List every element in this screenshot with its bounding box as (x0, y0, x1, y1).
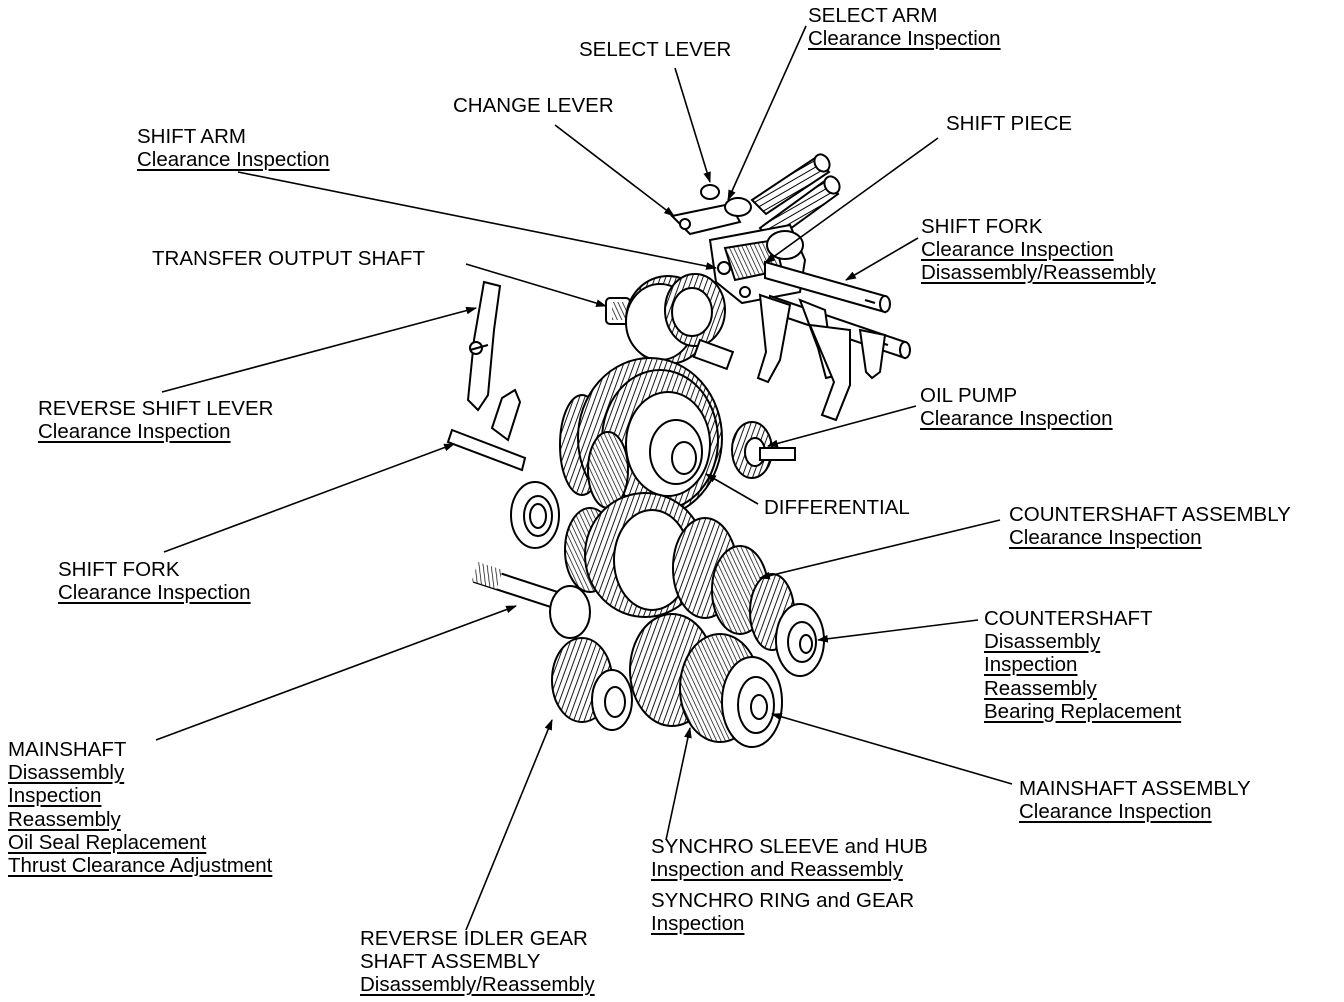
leader-select-arm (727, 25, 807, 202)
link-bearing-replacement[interactable]: Bearing Replacement (984, 699, 1182, 723)
link-disassembly[interactable]: Disassembly (984, 630, 1101, 654)
link-inspection[interactable]: Inspection (984, 653, 1078, 677)
shift-piece (766, 230, 804, 260)
bearing-part (510, 481, 560, 549)
link-clearance-inspection[interactable]: Clearance Inspection (920, 407, 1113, 431)
link-clearance-inspection[interactable]: Clearance Inspection (1009, 526, 1202, 550)
callout-mainshaft-assembly: MAINSHAFT ASSEMBLY Clearance Inspection (1019, 777, 1251, 823)
callout-select-arm: SELECT ARM Clearance Inspection (808, 4, 1001, 50)
callout-shift-piece: SHIFT PIECE (946, 112, 1072, 135)
leader-shift-fork-upper (845, 237, 919, 281)
mainshaft-part (471, 561, 783, 748)
callout-title: MAINSHAFT (8, 738, 127, 761)
leader-lines (155, 25, 1013, 931)
link-thrust-clearance-adjustment[interactable]: Thrust Clearance Adjustment (8, 854, 273, 878)
leader-countershaft-assembly (758, 519, 1001, 580)
callout-shift-arm: SHIFT ARM Clearance Inspection (137, 125, 330, 171)
callout-select-lever: SELECT LEVER (579, 38, 731, 61)
upper-shift-forks (756, 293, 887, 422)
shift-mechanism (669, 153, 911, 422)
link-clearance-inspection[interactable]: Clearance Inspection (58, 581, 251, 605)
callout-title: REVERSE IDLER GEAR (360, 927, 588, 950)
callout-shift-fork-lower: SHIFT FORK Clearance Inspection (58, 558, 251, 604)
select-arm (724, 197, 752, 217)
callout-title: SHIFT FORK (921, 215, 1043, 238)
link-oil-seal-replacement[interactable]: Oil Seal Replacement (8, 830, 207, 854)
callout-title: MAINSHAFT ASSEMBLY (1019, 777, 1251, 800)
callout-title-line2: SHAFT ASSEMBLY (360, 950, 541, 974)
callout-title: SYNCHRO RING and GEAR (651, 889, 915, 912)
link-inspection-and-reassembly[interactable]: Inspection and Reassembly (651, 858, 903, 882)
callout-synchro-sleeve-hub: SYNCHRO SLEEVE and HUB Inspection and Re… (651, 835, 928, 881)
countershaft-part (564, 492, 825, 677)
callout-change-lever: CHANGE LEVER (453, 94, 614, 117)
callout-oil-pump: OIL PUMP Clearance Inspection (920, 384, 1113, 430)
callout-title: OIL PUMP (920, 384, 1018, 407)
leader-transfer-output-shaft (465, 263, 608, 307)
callout-mainshaft: MAINSHAFT Disassembly Inspection Reassem… (8, 738, 272, 877)
link-clearance-inspection[interactable]: Clearance Inspection (137, 148, 330, 172)
callout-title: SELECT LEVER (579, 38, 732, 61)
callout-title: SHIFT FORK (58, 558, 180, 581)
callout-differential: DIFFERENTIAL (764, 496, 910, 519)
callout-countershaft-assembly: COUNTERSHAFT ASSEMBLY Clearance Inspecti… (1009, 503, 1291, 549)
link-disassembly-reassembly[interactable]: Disassembly/Reassembly (921, 261, 1156, 285)
leader-oil-pump (766, 405, 917, 448)
shift-springs (750, 153, 841, 244)
reverse-shift-lever-part (446, 280, 527, 472)
link-reassembly[interactable]: Reassembly (8, 807, 121, 831)
link-inspection[interactable]: Inspection (8, 784, 102, 808)
link-disassembly[interactable]: Disassembly (8, 761, 125, 785)
callout-title: CHANGE LEVER (453, 94, 614, 117)
link-clearance-inspection[interactable]: Clearance Inspection (808, 27, 1001, 51)
leader-reverse-idler-gear (465, 718, 553, 931)
callout-title: COUNTERSHAFT (984, 607, 1153, 630)
oil-pump-part (731, 421, 796, 479)
callout-shift-fork-upper: SHIFT FORK Clearance Inspection Disassem… (921, 215, 1156, 285)
callout-title: SHIFT ARM (137, 125, 246, 148)
link-clearance-inspection[interactable]: Clearance Inspection (38, 420, 231, 444)
link-reassembly[interactable]: Reassembly (984, 676, 1097, 700)
leader-change-lever (554, 124, 675, 217)
leader-mainshaft (155, 605, 518, 741)
link-clearance-inspection[interactable]: Clearance Inspection (1019, 800, 1212, 824)
callout-synchro-ring-gear: SYNCHRO RING and GEAR Inspection (651, 889, 914, 935)
leader-mainshaft-assembly (770, 713, 1013, 785)
link-disassembly-reassembly[interactable]: Disassembly/Reassembly (360, 973, 595, 997)
link-inspection[interactable]: Inspection (651, 912, 745, 936)
leader-countershaft (816, 619, 979, 643)
transfer-output-shaft-part (605, 273, 735, 371)
callout-countershaft: COUNTERSHAFT Disassembly Inspection Reas… (984, 607, 1181, 723)
leader-shift-fork-lower (163, 443, 456, 553)
differential-part (559, 357, 723, 519)
callout-title: COUNTERSHAFT ASSEMBLY (1009, 503, 1291, 526)
callout-title: SYNCHRO SLEEVE and HUB (651, 835, 928, 858)
callout-reverse-idler-gear: REVERSE IDLER GEAR SHAFT ASSEMBLY Disass… (360, 927, 595, 997)
link-clearance-inspection[interactable]: Clearance Inspection (921, 238, 1114, 262)
callout-reverse-shift-lever: REVERSE SHIFT LEVER Clearance Inspection (38, 397, 273, 443)
leader-select-lever (674, 67, 711, 184)
callout-transfer-output-shaft: TRANSFER OUTPUT SHAFT (152, 247, 425, 270)
leader-reverse-shift-lever (161, 306, 478, 393)
leader-shift-piece (764, 137, 939, 264)
leader-shift-arm (237, 171, 718, 270)
callout-title: DIFFERENTIAL (764, 496, 910, 519)
callout-title: SELECT ARM (808, 4, 938, 27)
callout-title: SHIFT PIECE (946, 112, 1073, 135)
select-lever-knob (700, 184, 720, 200)
callout-title: REVERSE SHIFT LEVER (38, 397, 274, 420)
callout-title: TRANSFER OUTPUT SHAFT (152, 247, 425, 270)
leader-synchro-sleeve (665, 726, 692, 841)
leader-differential (705, 473, 759, 505)
